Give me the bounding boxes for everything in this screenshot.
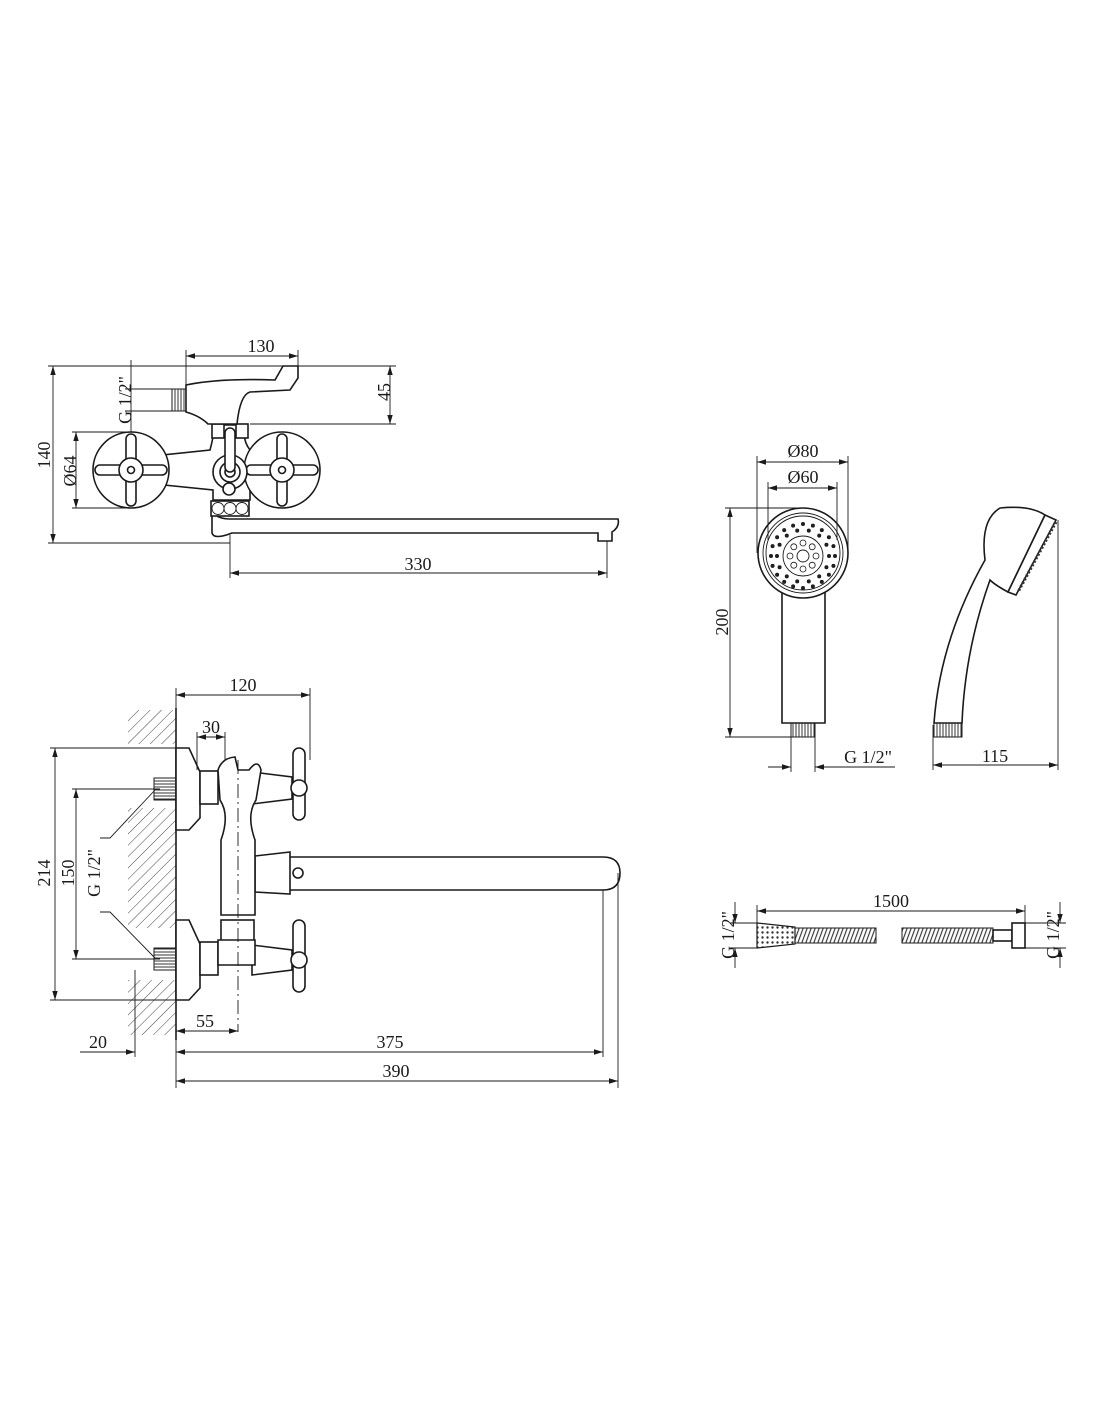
hose-cone-fitting xyxy=(756,922,796,949)
nozzle xyxy=(775,535,780,540)
dim-45: 45 xyxy=(374,383,394,401)
shower-head-outer xyxy=(757,507,849,599)
nozzle xyxy=(801,522,806,527)
nozzle xyxy=(827,554,832,559)
dim-g12-hose-left: G 1/2" xyxy=(718,911,738,959)
dim-1500: 1500 xyxy=(873,891,909,911)
dim-d64: Ø64 xyxy=(60,456,80,487)
shower-holder-grip xyxy=(220,919,255,943)
dim-30: 30 xyxy=(202,717,220,737)
dim-130: 130 xyxy=(248,336,275,356)
nozzle xyxy=(770,563,775,568)
nozzle xyxy=(790,561,798,569)
dim-20: 20 xyxy=(89,1032,107,1052)
nozzle xyxy=(791,523,796,528)
shower-handle xyxy=(781,589,826,724)
spout-side xyxy=(257,856,621,891)
nozzle xyxy=(826,535,831,540)
nozzle xyxy=(812,552,820,560)
nozzle-group xyxy=(769,522,838,591)
dim-115: 115 xyxy=(982,746,1008,766)
dim-d60: Ø60 xyxy=(788,467,819,487)
nozzle xyxy=(806,528,811,533)
nozzle xyxy=(769,554,774,559)
dim-g12-inlet: G 1/2" xyxy=(115,376,135,424)
nozzle xyxy=(826,572,831,577)
wall-hatch xyxy=(128,710,176,744)
nozzle xyxy=(817,574,822,579)
nozzle xyxy=(799,539,807,547)
escutcheon-bottom xyxy=(175,919,201,1001)
nozzle xyxy=(808,561,816,569)
dim-150: 150 xyxy=(58,860,78,887)
dim-55: 55 xyxy=(196,1011,214,1031)
nozzle xyxy=(819,528,824,533)
nozzle xyxy=(790,543,798,551)
nozzle xyxy=(824,542,829,547)
nozzle xyxy=(831,544,836,549)
hand-shower-front xyxy=(757,507,849,738)
nozzle xyxy=(795,579,800,584)
dim-330: 330 xyxy=(405,554,432,574)
diverter-lever xyxy=(224,427,236,473)
dim-g12-hose-right: G 1/2" xyxy=(1043,911,1063,959)
nozzle xyxy=(791,584,796,589)
dim-140: 140 xyxy=(34,442,54,469)
nozzle xyxy=(833,554,838,559)
dim-g12-shower: G 1/2" xyxy=(844,747,892,767)
side-view-dimensions: 120 30 214 150 G 1/2" 55 20 375 3 xyxy=(34,675,619,1088)
hose-segment-left xyxy=(794,927,877,944)
nozzle xyxy=(824,565,829,570)
cross-handle-right xyxy=(245,433,319,507)
shower-holder-body xyxy=(217,756,262,916)
dim-214: 214 xyxy=(34,860,54,887)
nozzle xyxy=(801,586,806,591)
cross-handle-bottom xyxy=(290,919,308,993)
nozzle xyxy=(784,574,789,579)
nozzle xyxy=(777,542,782,547)
hose-dimensions: 1500 G 1/2" G 1/2" xyxy=(718,891,1066,968)
cross-handle-left xyxy=(94,433,168,507)
hose-nut-fitting xyxy=(1011,922,1026,949)
nozzle xyxy=(784,533,789,538)
shower-thread xyxy=(790,722,816,738)
nozzle xyxy=(810,584,815,589)
nozzle xyxy=(795,528,800,533)
dim-390: 390 xyxy=(383,1061,410,1081)
spray-ring xyxy=(782,535,824,577)
top-view-dimensions: 140 130 45 G 1/2" Ø64 330 xyxy=(34,336,608,578)
hand-shower-dimensions: Ø80 Ø60 200 G 1/2" 115 xyxy=(712,441,1059,772)
nozzle xyxy=(817,533,822,538)
spout xyxy=(211,509,620,542)
hand-shower-side xyxy=(933,506,1058,738)
dim-g12-inlets: G 1/2" xyxy=(84,849,104,897)
nozzle xyxy=(782,528,787,533)
dim-200: 200 xyxy=(712,609,732,636)
nozzle xyxy=(777,565,782,570)
nozzle xyxy=(806,579,811,584)
nozzle xyxy=(819,579,824,584)
nozzle xyxy=(831,563,836,568)
nozzle xyxy=(799,565,807,573)
dim-375: 375 xyxy=(377,1032,404,1052)
dim-120: 120 xyxy=(230,675,257,695)
shower-side-face xyxy=(1006,513,1058,596)
nozzle xyxy=(770,544,775,549)
nozzle xyxy=(786,552,794,560)
hose-segment-right xyxy=(901,927,994,944)
shower-side-body xyxy=(933,506,1047,724)
nozzle xyxy=(775,572,780,577)
dim-d80: Ø80 xyxy=(788,441,819,461)
shower-outlet xyxy=(185,365,299,425)
nozzle xyxy=(775,554,780,559)
nozzle xyxy=(782,579,787,584)
cross-handle-top xyxy=(290,747,308,821)
shower-hose xyxy=(756,922,1026,949)
faucet-front-view xyxy=(92,365,620,542)
nozzle xyxy=(808,543,816,551)
escutcheon-top xyxy=(175,747,201,831)
faucet-side-view xyxy=(128,708,621,1040)
nozzle xyxy=(810,523,815,528)
